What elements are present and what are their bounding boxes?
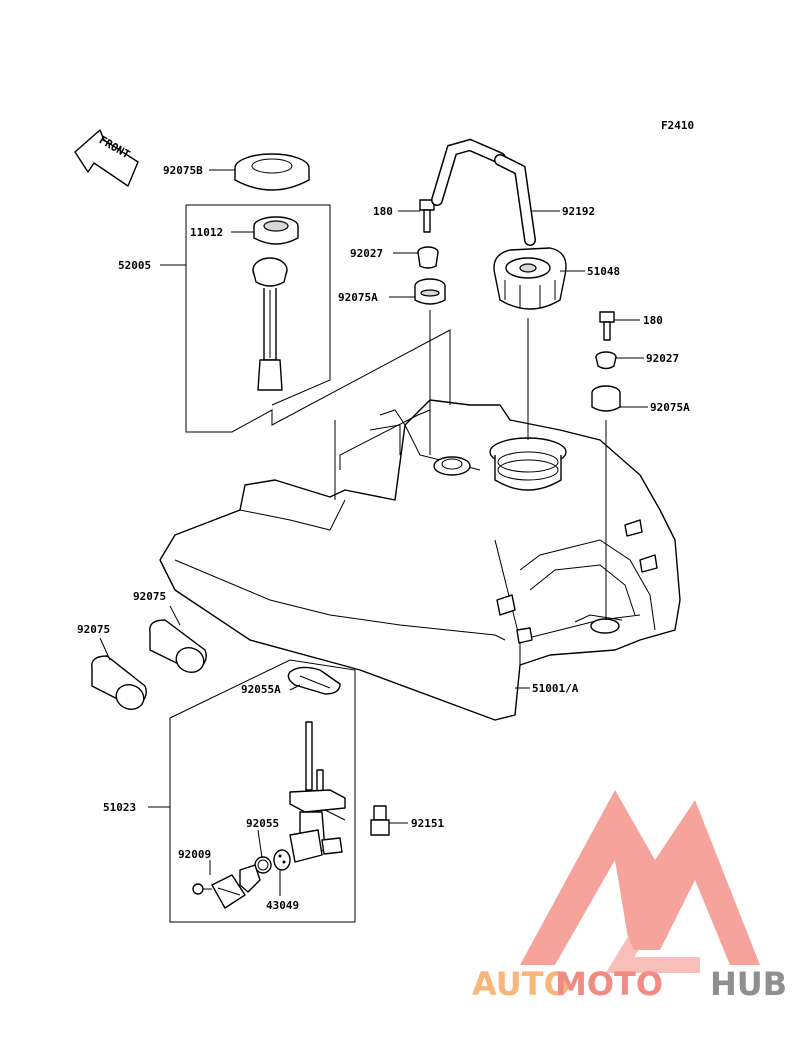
label-92009: 92009 [178, 848, 211, 861]
label-92027-a: 92027 [350, 247, 383, 260]
screw-92151 [370, 805, 390, 836]
label-52005: 52005 [118, 259, 151, 272]
label-180-a: 180 [373, 205, 393, 218]
label-92075A-b: 92075A [650, 401, 690, 414]
hose-92192 [431, 138, 536, 246]
damper-92075-b [91, 655, 147, 710]
collar-92027-a [417, 246, 439, 269]
label-51001A: 51001/A [532, 682, 579, 695]
front-arrow-icon: FRONT [74, 129, 139, 187]
label-92055: 92055 [246, 817, 279, 830]
label-43049: 43049 [266, 899, 299, 912]
filter-43049 [273, 849, 291, 871]
fuel-cock-51023 [289, 721, 346, 863]
label-92075B: 92075B [163, 164, 203, 177]
gasket-92055A [287, 666, 341, 695]
label-92075-b: 92075 [77, 623, 110, 636]
label-11012: 11012 [190, 226, 223, 239]
label-92055A: 92055A [241, 683, 281, 696]
lever-assembly [211, 864, 261, 909]
watermark-moto: MOTO [555, 965, 663, 1003]
grommet-92075B [234, 153, 310, 191]
leader-lines [99, 169, 648, 896]
grommet-92075A-b [591, 385, 621, 412]
label-92075A-a: 92075A [338, 291, 378, 304]
collar-92027-b [595, 351, 617, 370]
label-92027-b: 92027 [646, 352, 679, 365]
fuel-gauge-52005 [252, 257, 288, 391]
label-92075-a: 92075 [133, 590, 166, 603]
fuel-cap-51048 [493, 247, 567, 310]
damper-92075-a [149, 619, 207, 673]
screw-92009 [192, 883, 212, 895]
watermark-auto: AUTO [472, 965, 571, 1003]
label-180-b: 180 [643, 314, 663, 327]
grommet-92075A-a [414, 278, 446, 305]
label-92192: 92192 [562, 205, 595, 218]
fuel-tank [159, 399, 681, 721]
bolt-180-b [599, 311, 615, 341]
label-51048: 51048 [587, 265, 620, 278]
grommet-11012 [253, 216, 299, 245]
figure-code: F2410 [661, 119, 694, 132]
bolt-180-a [419, 199, 435, 233]
label-51023: 51023 [103, 801, 136, 814]
label-92151: 92151 [411, 817, 444, 830]
watermark-logo [520, 790, 760, 973]
watermark-hub: HUB [710, 965, 787, 1003]
watermark-brand: AUTO MOTO HUB [472, 965, 787, 1003]
